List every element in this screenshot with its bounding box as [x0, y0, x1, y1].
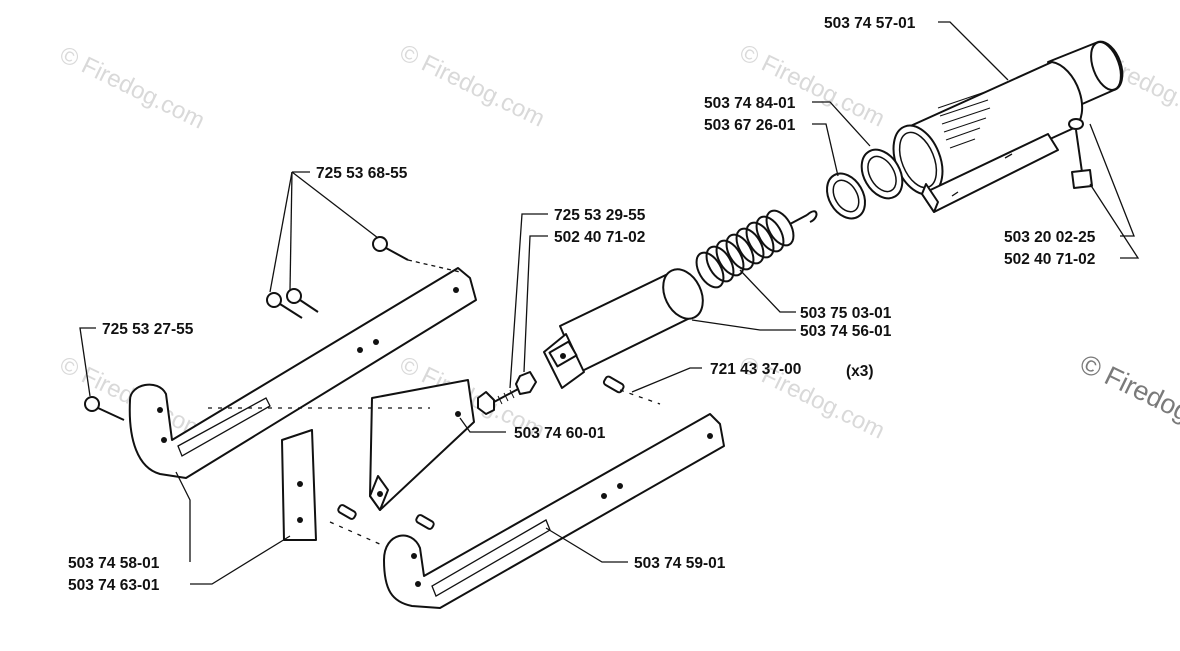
pin-part [337, 375, 625, 530]
part-label: 725 53 68-55 [316, 165, 408, 182]
part-label: 503 74 56-01 [800, 323, 892, 340]
part-labels: 503 74 57-01 503 74 84-01 503 67 26-01 7… [68, 15, 1096, 594]
part-label: 503 75 03-01 [800, 305, 892, 322]
part-label: 503 74 58-01 [68, 555, 160, 572]
part-label: 503 74 57-01 [824, 15, 916, 32]
coil-spring-part [695, 209, 818, 289]
part-label: 503 74 59-01 [634, 555, 726, 572]
watermark-corner: © Firedog [1075, 348, 1180, 427]
part-label: 503 67 26-01 [704, 117, 796, 134]
leader-lines [79, 21, 1140, 585]
small-plate-part [281, 429, 317, 541]
o-ring-large-part [860, 148, 904, 200]
part-label: 721 43 37-00 [710, 361, 801, 378]
part-label: 502 40 71-02 [554, 229, 645, 246]
assembly-guide-lines [208, 389, 661, 546]
part-label: 503 74 60-01 [514, 425, 606, 442]
part-label: 502 40 71-02 [1004, 251, 1095, 268]
side-bolt-part [1068, 118, 1093, 189]
piston-tube-part [543, 268, 704, 389]
watermark: © Firedog.com [55, 41, 209, 134]
part-label: 725 53 27-55 [102, 321, 194, 338]
part-label: 503 74 84-01 [704, 95, 796, 112]
cylinder-housing-part [892, 40, 1124, 213]
screw-set-part [266, 236, 461, 319]
part-label: 725 53 29-55 [554, 207, 646, 224]
mounting-plate-part [369, 379, 475, 511]
part-label: 503 20 02-25 [1004, 229, 1096, 246]
bolt-nut-part [477, 371, 537, 415]
part-label: 503 74 63-01 [68, 577, 160, 594]
bolt-side-part [84, 396, 125, 421]
quantity-note: (x3) [846, 363, 874, 380]
o-ring-small-part [826, 172, 866, 220]
watermark: © Firedog.com [395, 39, 549, 132]
upper-arm-part [128, 267, 477, 479]
